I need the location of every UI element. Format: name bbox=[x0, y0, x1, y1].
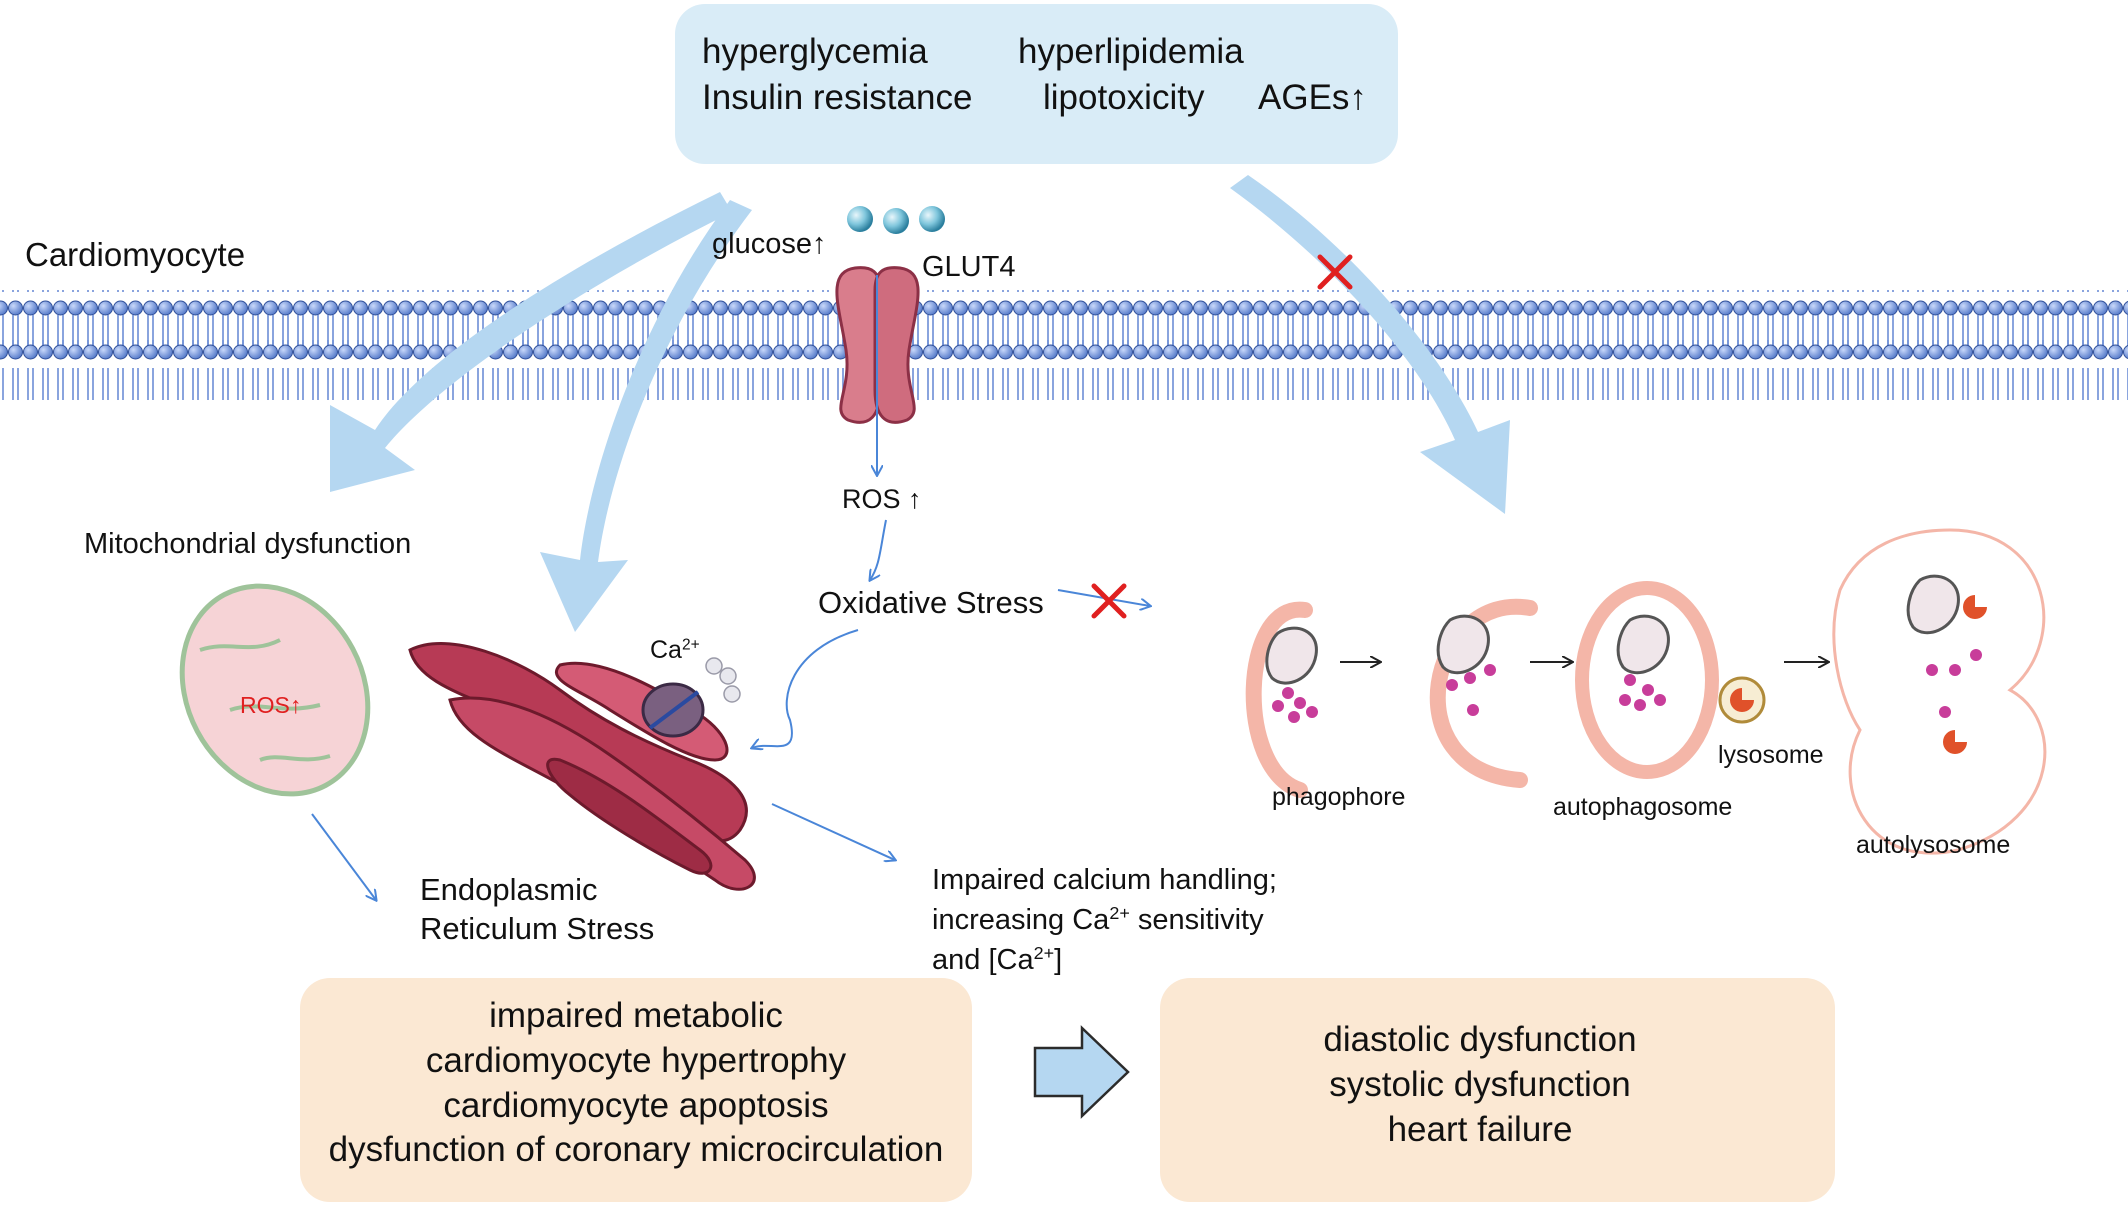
outcome-apoptosis: cardiomyocyte apoptosis bbox=[443, 1085, 829, 1125]
mitochondrial-dysfunction-label: Mitochondrial dysfunction bbox=[84, 528, 412, 560]
autophagy-panel bbox=[1245, 528, 2047, 855]
risk-hyperlipidemia: hyperlipidemia bbox=[1018, 32, 1244, 71]
endoplasmic-reticulum-icon bbox=[408, 642, 756, 891]
phagophore-label: phagophore bbox=[1272, 783, 1406, 811]
ages-label: AGEs bbox=[1258, 78, 1350, 117]
cellular-outcomes-box bbox=[300, 978, 972, 1202]
er-stress-line2: Reticulum Stress bbox=[420, 911, 655, 947]
arrow-to-mitochondria bbox=[330, 192, 732, 492]
ros-text: ROS bbox=[842, 484, 901, 514]
outcome-diastolic: diastolic dysfunction bbox=[1323, 1020, 1637, 1059]
risk-factors-box bbox=[675, 4, 1398, 164]
autolysosome-icon bbox=[1832, 528, 2047, 855]
outcome-hypertrophy: cardiomyocyte hypertrophy bbox=[425, 1040, 847, 1080]
autophagosome-label: autophagosome bbox=[1553, 793, 1733, 821]
calcium-ions bbox=[705, 657, 741, 703]
ca-charge: 2+ bbox=[681, 636, 700, 654]
lysosome-label: lysosome bbox=[1718, 741, 1824, 769]
ros-label: ROS ↑ bbox=[842, 484, 922, 515]
risk-insulin-resistance: Insulin resistance bbox=[702, 78, 973, 117]
calcium-channel-icon bbox=[641, 682, 705, 738]
er-ca-label: Ca2+ bbox=[650, 636, 700, 665]
cell-label: Cardiomyocyte bbox=[25, 236, 246, 273]
outcome-impaired-metabolic: impaired metabolic bbox=[489, 996, 783, 1035]
block-x-icon bbox=[1317, 254, 1353, 290]
calcium-line1: Impaired calcium handling; bbox=[932, 864, 1277, 896]
mitochondria-ros-label: ROS↑ bbox=[240, 692, 301, 718]
outcome-arrow-icon bbox=[1033, 1025, 1130, 1119]
phagophore-icon bbox=[1245, 601, 1313, 798]
glucose-label: glucose↑ bbox=[712, 228, 826, 261]
ros-text: ROS bbox=[240, 692, 290, 718]
calcium-line3: and [Ca2+] bbox=[932, 940, 1277, 980]
calcium-line2-sup: 2+ bbox=[1109, 903, 1130, 924]
up-arrow-icon: ↑ bbox=[1349, 78, 1367, 117]
risk-lipotoxicity: lipotoxicity bbox=[1043, 78, 1205, 117]
calcium-line2: increasing Ca2+ sensitivity bbox=[932, 900, 1277, 940]
arrow-to-er bbox=[540, 200, 752, 632]
up-arrow-icon: ↑ bbox=[908, 484, 922, 514]
arrow-to-autophagy bbox=[1230, 175, 1510, 514]
cell-membrane bbox=[0, 290, 2128, 400]
glut4-transporter-icon bbox=[835, 266, 920, 424]
calcium-line3-pre: and [Ca bbox=[932, 944, 1034, 977]
mitochondrion-icon bbox=[179, 583, 371, 797]
calcium-handling-label: Impaired calcium handling; increasing Ca… bbox=[932, 860, 1277, 980]
risk-ages: AGEs↑ bbox=[1258, 78, 1367, 118]
calcium-line3-post: ] bbox=[1054, 944, 1063, 977]
ca-text: Ca bbox=[650, 636, 682, 664]
outcome-microcirculation: dysfunction of coronary microcirculation bbox=[328, 1130, 944, 1170]
calcium-line3-sup: 2+ bbox=[1033, 943, 1055, 964]
autolysosome-label: autolysosome bbox=[1856, 831, 2011, 859]
risk-hyperglycemia: hyperglycemia bbox=[702, 32, 928, 71]
calcium-line2-post: sensitivity bbox=[1129, 904, 1264, 937]
glucose-text: glucose bbox=[712, 228, 812, 260]
outcome-heart-failure: heart failure bbox=[1387, 1109, 1573, 1149]
glucose-molecules bbox=[847, 206, 945, 234]
oxidative-stress-label: Oxidative Stress bbox=[818, 585, 1044, 620]
autophagosome-icon bbox=[1575, 581, 1719, 779]
up-arrow-icon: ↑ bbox=[289, 692, 302, 718]
er-stress-line1: Endoplasmic bbox=[420, 872, 598, 907]
clinical-outcomes-list: diastolic dysfunction systolic dysfuncti… bbox=[1160, 1018, 1800, 1152]
glut4-label: GLUT4 bbox=[922, 251, 1016, 283]
block-x-icon bbox=[1091, 583, 1127, 619]
outcome-systolic: systolic dysfunction bbox=[1329, 1064, 1631, 1104]
calcium-line2-pre: increasing Ca bbox=[932, 904, 1110, 937]
block-x-icons bbox=[1091, 254, 1353, 619]
up-arrow-icon: ↑ bbox=[811, 228, 827, 260]
clinical-outcomes-box bbox=[1160, 978, 1835, 1202]
cellular-outcomes-list: impaired metabolic cardiomyocyte hypertr… bbox=[300, 994, 972, 1173]
big-arrows bbox=[330, 175, 1510, 632]
